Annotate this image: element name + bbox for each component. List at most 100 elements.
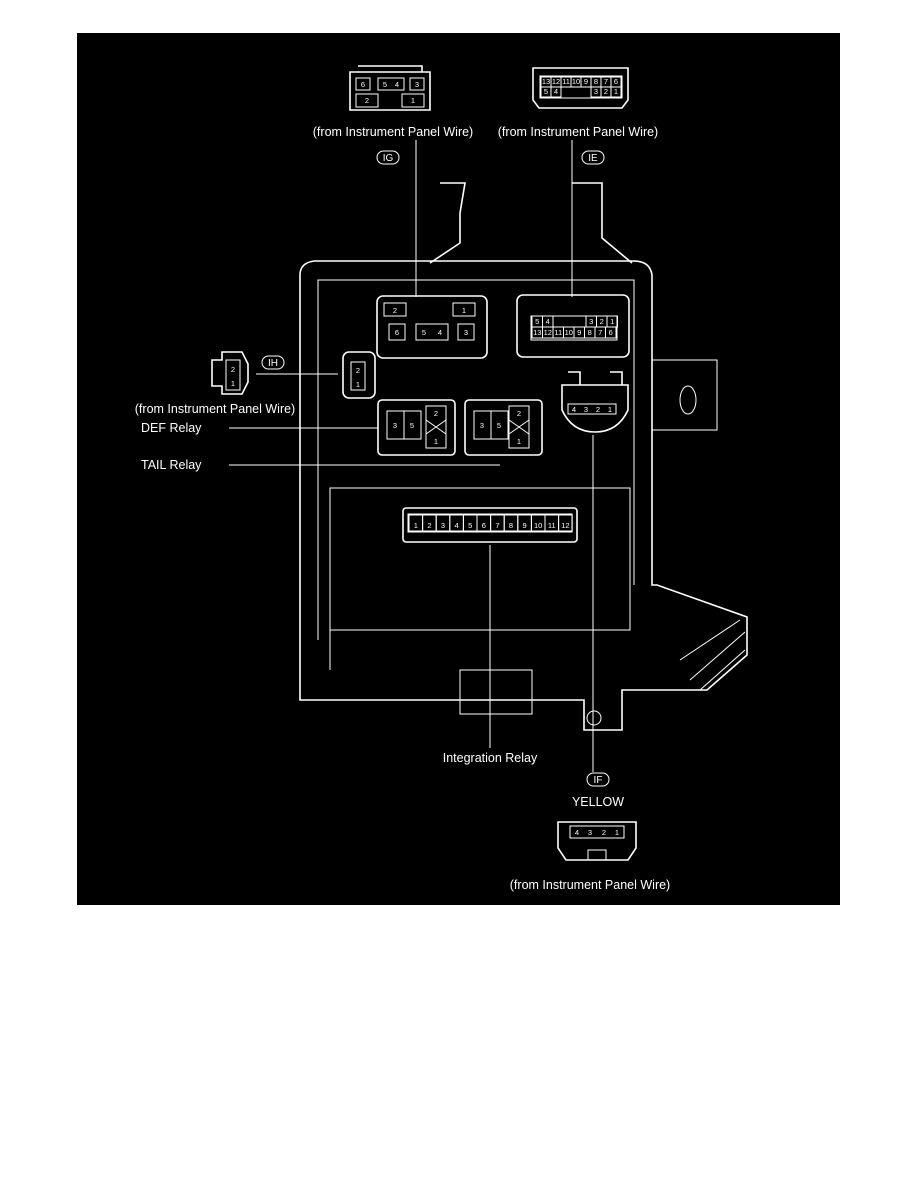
svg-text:5: 5 bbox=[497, 421, 501, 430]
pin-number: 11 bbox=[554, 328, 562, 337]
pin-number: 6 bbox=[482, 521, 486, 530]
pin-number: 8 bbox=[588, 328, 592, 337]
svg-text:1: 1 bbox=[517, 437, 521, 446]
svg-text:3: 3 bbox=[464, 328, 468, 337]
svg-text:4: 4 bbox=[575, 828, 579, 837]
pin-number: 6 bbox=[609, 328, 613, 337]
pin-number: 7 bbox=[604, 77, 608, 86]
svg-text:4: 4 bbox=[572, 405, 576, 414]
pin-number: 13 bbox=[542, 77, 550, 86]
svg-text:1: 1 bbox=[462, 306, 466, 315]
if-from-label: (from Instrument Panel Wire) bbox=[510, 878, 670, 892]
pin-number: 8 bbox=[594, 77, 598, 86]
pin-number: 3 bbox=[589, 317, 593, 326]
pin-number: 2 bbox=[604, 87, 608, 96]
svg-text:3: 3 bbox=[480, 421, 484, 430]
ih-connector: 21 bbox=[211, 351, 249, 395]
ig-badge: IG bbox=[376, 150, 400, 165]
ih-from-label: (from Instrument Panel Wire) bbox=[135, 402, 295, 416]
pin-cell bbox=[610, 86, 622, 98]
tail-relay-socket: 3 5 2 1 bbox=[464, 399, 543, 456]
pin-number: 9 bbox=[584, 77, 588, 86]
pin-number: 1 bbox=[414, 521, 418, 530]
pin-number: 9 bbox=[577, 328, 581, 337]
svg-text:IE: IE bbox=[588, 153, 598, 164]
svg-text:6: 6 bbox=[361, 80, 365, 89]
svg-text:4: 4 bbox=[395, 80, 399, 89]
svg-text:1: 1 bbox=[411, 96, 415, 105]
pin-number: 10 bbox=[534, 521, 542, 530]
pin-cell bbox=[558, 514, 573, 532]
pin-cell bbox=[550, 86, 562, 98]
svg-text:5: 5 bbox=[410, 421, 414, 430]
svg-text:2: 2 bbox=[231, 365, 235, 374]
pin-number: 6 bbox=[614, 77, 618, 86]
pin-number: 1 bbox=[614, 87, 618, 96]
if-badge: IF bbox=[586, 772, 610, 787]
pin-cell bbox=[606, 315, 618, 328]
svg-text:5: 5 bbox=[422, 328, 426, 337]
ie-connector-top bbox=[532, 67, 629, 109]
tail-relay-label: TAIL Relay bbox=[141, 458, 202, 472]
svg-text:1: 1 bbox=[608, 405, 612, 414]
pin-number: 12 bbox=[552, 77, 560, 86]
svg-text:2: 2 bbox=[393, 306, 397, 315]
pin-number: 4 bbox=[455, 521, 459, 530]
svg-text:4: 4 bbox=[438, 328, 442, 337]
yellow-label: YELLOW bbox=[572, 795, 624, 809]
svg-text:5: 5 bbox=[383, 80, 387, 89]
pin-number: 2 bbox=[427, 521, 431, 530]
svg-text:1: 1 bbox=[231, 379, 235, 388]
pin-number: 8 bbox=[509, 521, 513, 530]
junction-block-body bbox=[299, 182, 748, 731]
def-relay-label: DEF Relay bbox=[141, 421, 202, 435]
ig-socket: 2 1 6 5 4 3 bbox=[376, 295, 488, 359]
svg-text:3: 3 bbox=[588, 828, 592, 837]
svg-text:1: 1 bbox=[434, 437, 438, 446]
svg-text:2: 2 bbox=[602, 828, 606, 837]
svg-text:2: 2 bbox=[356, 366, 360, 375]
svg-text:2: 2 bbox=[365, 96, 369, 105]
pin-number: 2 bbox=[600, 317, 604, 326]
pin-number: 10 bbox=[572, 77, 580, 86]
ie-badge: IE bbox=[581, 150, 605, 165]
pin-number: 1 bbox=[610, 317, 614, 326]
pin-number: 5 bbox=[468, 521, 472, 530]
pin-number: 5 bbox=[544, 87, 548, 96]
ih-socket: 21 bbox=[342, 351, 376, 399]
svg-text:1: 1 bbox=[615, 828, 619, 837]
pin-number: 7 bbox=[495, 521, 499, 530]
ie-socket bbox=[516, 294, 630, 358]
svg-text:IH: IH bbox=[268, 358, 278, 369]
pin-number: 9 bbox=[523, 521, 527, 530]
ie-from-label: (from Instrument Panel Wire) bbox=[498, 125, 658, 139]
integration-relay-label: Integration Relay bbox=[443, 751, 538, 765]
pin-number: 7 bbox=[598, 328, 602, 337]
pin-number: 5 bbox=[535, 317, 539, 326]
svg-text:2: 2 bbox=[596, 405, 600, 414]
pin-number: 3 bbox=[594, 87, 598, 96]
pin-number: 12 bbox=[544, 328, 552, 337]
pin-number: 4 bbox=[554, 87, 558, 96]
svg-text:1: 1 bbox=[356, 380, 360, 389]
svg-text:3: 3 bbox=[415, 80, 419, 89]
svg-text:IF: IF bbox=[594, 775, 603, 786]
pin-number: 3 bbox=[441, 521, 445, 530]
pin-cell bbox=[542, 315, 554, 328]
svg-text:2: 2 bbox=[517, 409, 521, 418]
svg-text:3: 3 bbox=[584, 405, 588, 414]
svg-text:IG: IG bbox=[383, 153, 394, 164]
ig-from-label: (from Instrument Panel Wire) bbox=[313, 125, 473, 139]
svg-text:6: 6 bbox=[395, 328, 399, 337]
pin-number: 13 bbox=[533, 328, 541, 337]
pin-number: 12 bbox=[561, 521, 569, 530]
pin-number: 4 bbox=[546, 317, 550, 326]
pin-number: 11 bbox=[562, 77, 570, 86]
diagram-background bbox=[77, 33, 840, 905]
ih-badge: IH bbox=[261, 355, 285, 370]
svg-text:3: 3 bbox=[393, 421, 397, 430]
